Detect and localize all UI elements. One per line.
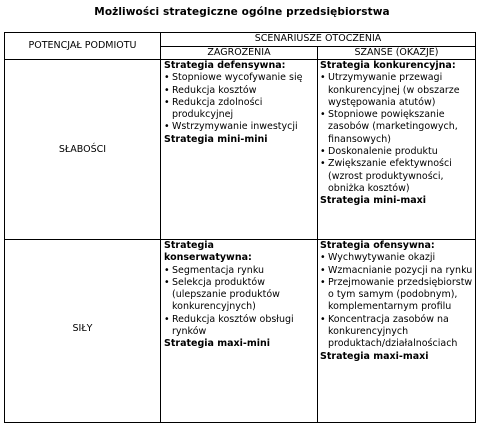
- strategy-name: Strategia maxi-mini: [164, 338, 271, 350]
- cell-competitive-strategy: Strategia konkurencyjna: Utrzymywanie pr…: [320, 60, 473, 208]
- page-title: Możliwości strategiczne ogólne przedsięb…: [94, 6, 390, 18]
- row-label-strengths: SIŁY: [72, 323, 93, 334]
- cell-defensive-strategy: Strategia defensywna: Stopniowe wycofywa…: [164, 60, 315, 146]
- strategy-heading: Strategia konkurencyjna:: [320, 60, 456, 71]
- list-item: Wychwytywanie okazji: [320, 252, 473, 265]
- row-divider: [4, 239, 476, 240]
- list-item: Wzmacnianie pozycji na rynku: [320, 265, 473, 278]
- table-border-top: [4, 32, 476, 33]
- column-divider-2: [317, 46, 318, 423]
- list-item: Stopniowe wycofywanie się: [164, 72, 315, 85]
- strategy-name: Strategia mini-maxi: [320, 195, 427, 207]
- strategy-heading: Strategia defensywna:: [164, 60, 286, 71]
- strategy-list: Utrzymywanie przewagi konkurencyjnej (w …: [320, 72, 473, 195]
- strategy-name: Strategia mini-mini: [164, 133, 268, 145]
- column-divider-1: [160, 32, 161, 423]
- table-border-right: [475, 32, 476, 423]
- strategy-list: Segmentacja rynku Selekcja produktów (ul…: [164, 265, 315, 339]
- list-item: Koncentracja zasobów na konkurencyjnych …: [320, 314, 473, 351]
- list-item: Doskonalenie produktu: [320, 146, 473, 159]
- list-item: Zwiększanie efektywności (wzrost produkt…: [320, 158, 473, 195]
- header-threats: ZAGROŻENIA: [207, 47, 271, 58]
- strategy-list: Wychwytywanie okazji Wzmacnianie pozycji…: [320, 252, 473, 350]
- cell-offensive-strategy: Strategia ofensywna: Wychwytywanie okazj…: [320, 240, 473, 363]
- cell-conservative-strategy: Strategia konserwatywna: Segmentacja ryn…: [164, 240, 315, 351]
- header-potential: POTENCJAŁ PODMIOTU: [28, 40, 137, 51]
- list-item: Wstrzymywanie inwestycji: [164, 121, 315, 134]
- table-border-left: [4, 32, 5, 423]
- list-item: Redukcja kosztów: [164, 85, 315, 98]
- row-label-weaknesses: SŁABOŚCI: [58, 144, 107, 155]
- list-item: Stopniowe powiększanie zasobów (marketin…: [320, 109, 473, 146]
- header-scenarios: SCENARIUSZE OTOCZENIA: [254, 33, 382, 44]
- strategy-list: Stopniowe wycofywanie się Redukcja koszt…: [164, 72, 315, 134]
- table-border-bottom: [4, 422, 476, 423]
- header-divider: [160, 46, 476, 47]
- list-item: Redukcja zdolności produkcyjnej: [164, 97, 315, 122]
- list-item: Redukcja kosztów obsługi rynków: [164, 314, 315, 339]
- strategy-name: Strategia maxi-maxi: [320, 350, 429, 362]
- header-bottom-line: [4, 59, 476, 60]
- list-item: Selekcja produktów (ulepszanie produktów…: [164, 277, 315, 314]
- strategy-heading: Strategia ofensywna:: [320, 240, 435, 251]
- list-item: Przejmowanie przedsiębiorstw o tym samym…: [320, 277, 473, 314]
- header-opportunities: SZANSE (OKAZJE): [354, 47, 439, 58]
- list-item: Segmentacja rynku: [164, 265, 315, 278]
- list-item: Utrzymywanie przewagi konkurencyjnej (w …: [320, 72, 473, 109]
- strategy-heading: Strategia konserwatywna:: [164, 240, 252, 264]
